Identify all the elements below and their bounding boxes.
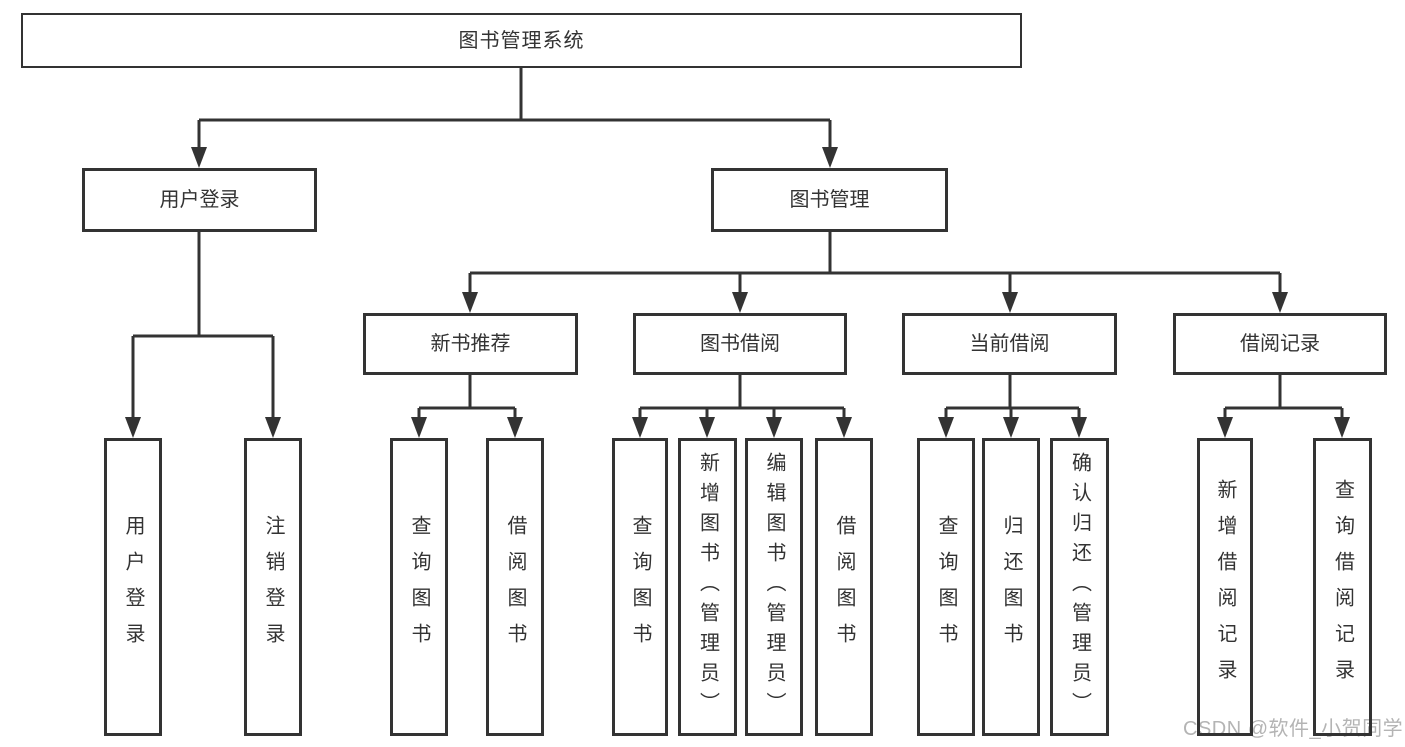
leaf-user-login: 用户登录	[104, 438, 162, 736]
node-book-borrowing: 图书借阅	[633, 313, 847, 375]
leaf-query-books-current: 查询图书	[917, 438, 975, 736]
node-current-borrowing: 当前借阅	[902, 313, 1117, 375]
node-user-login: 用户登录	[82, 168, 317, 232]
csdn-watermark: CSDN @软件_小贺同学	[1183, 718, 1404, 740]
node-new-book-recommend: 新书推荐	[363, 313, 578, 375]
leaf-return-book: 归还图书	[982, 438, 1040, 736]
leaf-logout: 注销登录	[244, 438, 302, 736]
node-borrowing-records: 借阅记录	[1173, 313, 1387, 375]
arrowhead-down-icons	[125, 147, 1350, 438]
leaf-query-books-recommend: 查询图书	[390, 438, 448, 736]
leaf-add-borrow-record: 新增借阅记录	[1197, 438, 1253, 736]
leaf-edit-book-admin: 编辑图书（管理员）	[745, 438, 803, 736]
node-book-management: 图书管理	[711, 168, 948, 232]
leaf-query-books-borrowing: 查询图书	[612, 438, 668, 736]
leaf-confirm-return-admin: 确认归还（管理员）	[1050, 438, 1109, 736]
leaf-borrow-books-recommend: 借阅图书	[486, 438, 544, 736]
leaf-query-borrow-record: 查询借阅记录	[1313, 438, 1372, 736]
node-root-system: 图书管理系统	[21, 13, 1022, 68]
leaf-borrow-books: 借阅图书	[815, 438, 873, 736]
leaf-add-book-admin: 新增图书（管理员）	[678, 438, 737, 736]
